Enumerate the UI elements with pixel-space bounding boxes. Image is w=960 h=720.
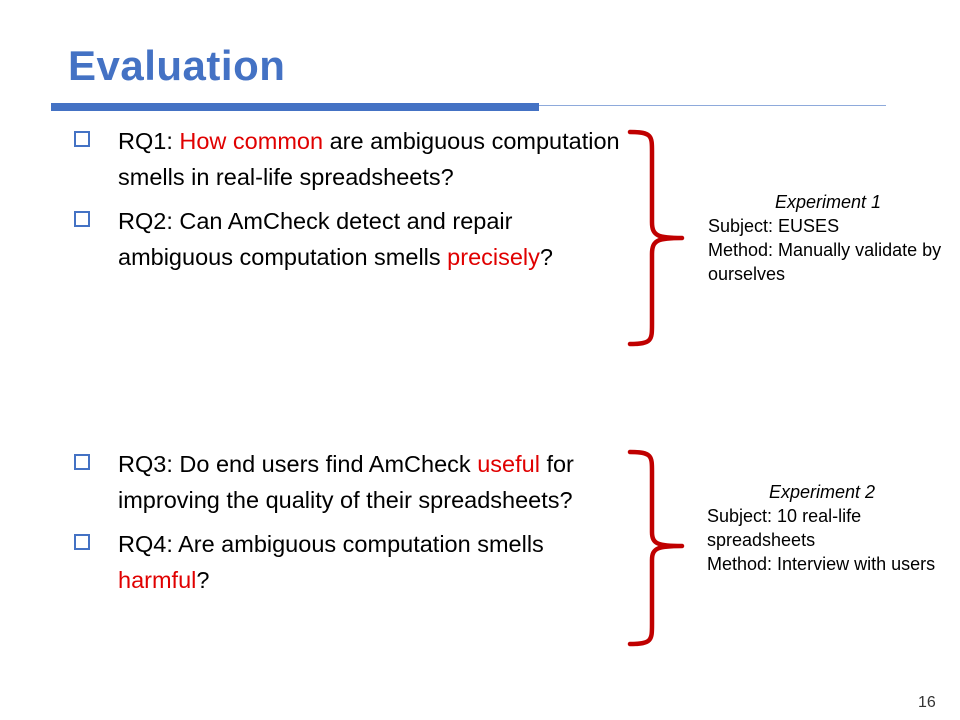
research-questions-group-2: RQ3: Do end users find AmCheck useful fo… <box>72 446 632 606</box>
rq3-suffix: for improving the quality of their sprea… <box>118 451 574 513</box>
experiment-2-title: Experiment 2 <box>768 482 876 502</box>
square-bullet-icon <box>74 211 90 227</box>
rq1-prefix: RQ1: <box>118 128 180 154</box>
rq4-prefix: RQ4: Are ambiguous computation smells <box>118 531 544 557</box>
rq1-suffix: are ambiguous computation smells in real… <box>118 128 620 190</box>
method-label: Method <box>708 240 769 260</box>
rq2-suffix: ? <box>539 244 553 270</box>
square-bullet-icon <box>74 534 90 550</box>
subject-label: Subject <box>708 216 769 236</box>
bullet-rq3: RQ3: Do end users find AmCheck useful fo… <box>72 446 632 518</box>
page-number: 16 <box>918 694 936 711</box>
square-bullet-icon <box>74 131 90 147</box>
bullet-rq1: RQ1: How common are ambiguous computatio… <box>72 123 632 195</box>
subject-label: Subject <box>707 506 768 526</box>
subject-value: : 10 real-life spreadsheets <box>707 506 862 550</box>
title-underline-thick <box>51 103 539 111</box>
slide-title: Evaluation <box>68 42 286 89</box>
title-underline-thin <box>539 105 886 106</box>
rq2-highlight: precisely <box>447 244 540 270</box>
method-value: : Interview with users <box>767 554 936 574</box>
research-questions-group-1: RQ1: How common are ambiguous computatio… <box>72 123 632 283</box>
method-value: : Manually validate by ourselves <box>708 240 942 284</box>
experiment-1-annotation: Experiment 1 Subject: EUSES Method: Manu… <box>708 190 948 286</box>
right-brace-icon <box>627 129 685 347</box>
experiment-2-annotation: Experiment 2 Subject: 10 real-life sprea… <box>707 480 937 576</box>
rq3-highlight: useful <box>477 451 540 477</box>
rq2-prefix: RQ2: Can AmCheck detect and repair ambig… <box>118 208 513 270</box>
rq4-highlight: harmful <box>118 567 197 593</box>
rq1-highlight: How common <box>179 128 324 154</box>
square-bullet-icon <box>74 454 90 470</box>
experiment-2-subject: Subject: 10 real-life spreadsheets <box>707 504 937 552</box>
rq3-prefix: RQ3: Do end users find AmCheck <box>118 451 478 477</box>
method-label: Method <box>707 554 768 574</box>
experiment-2-method: Method: Interview with users <box>707 552 937 576</box>
subject-value: : EUSES <box>768 216 840 236</box>
right-brace-icon <box>627 449 685 647</box>
experiment-1-subject: Subject: EUSES <box>708 214 948 238</box>
experiment-1-method: Method: Manually validate by ourselves <box>708 238 948 286</box>
experiment-1-title: Experiment 1 <box>774 192 882 212</box>
rq4-suffix: ? <box>196 567 210 593</box>
bullet-rq4: RQ4: Are ambiguous computation smells ha… <box>72 526 632 598</box>
bullet-rq2: RQ2: Can AmCheck detect and repair ambig… <box>72 203 632 275</box>
